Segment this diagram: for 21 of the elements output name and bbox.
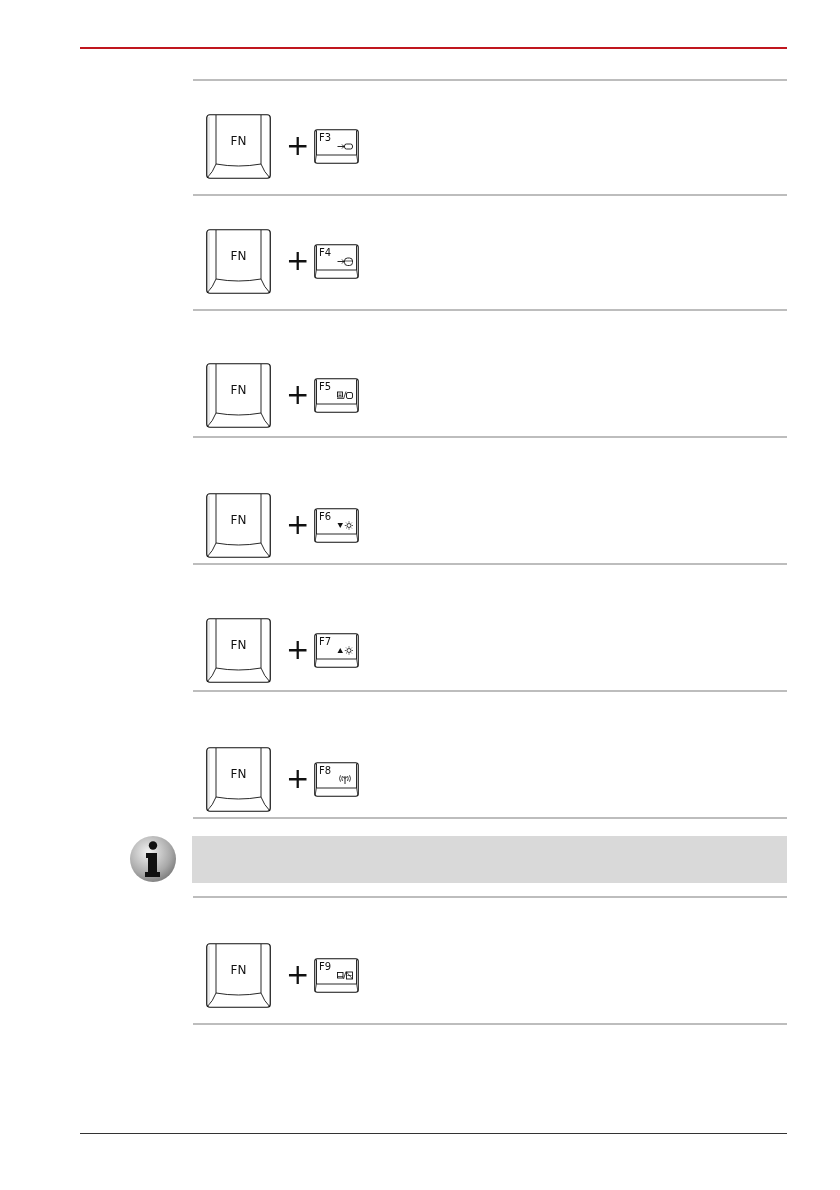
key-label: FN xyxy=(229,383,248,397)
plus-sign: + xyxy=(286,765,310,793)
key-label: FN xyxy=(229,134,248,148)
key-label: F3 xyxy=(319,132,332,143)
plus-sign: + xyxy=(286,381,310,409)
key-label: F9 xyxy=(319,961,332,972)
key-label: F7 xyxy=(319,636,332,647)
key-label: FN xyxy=(229,513,248,527)
key-label: FN xyxy=(229,963,248,977)
plus-sign: + xyxy=(286,961,310,989)
plus-sign: + xyxy=(286,636,310,664)
key-label: F5 xyxy=(319,381,332,392)
key-label: F4 xyxy=(319,247,332,258)
key-label: FN xyxy=(229,638,248,652)
key-label: F6 xyxy=(319,511,332,522)
plus-sign: + xyxy=(286,132,310,160)
key-label: FN xyxy=(229,767,248,781)
key-label: F8 xyxy=(319,765,332,776)
key-label: FN xyxy=(229,249,248,263)
plus-sign: + xyxy=(286,247,310,275)
plus-sign: + xyxy=(286,511,310,539)
